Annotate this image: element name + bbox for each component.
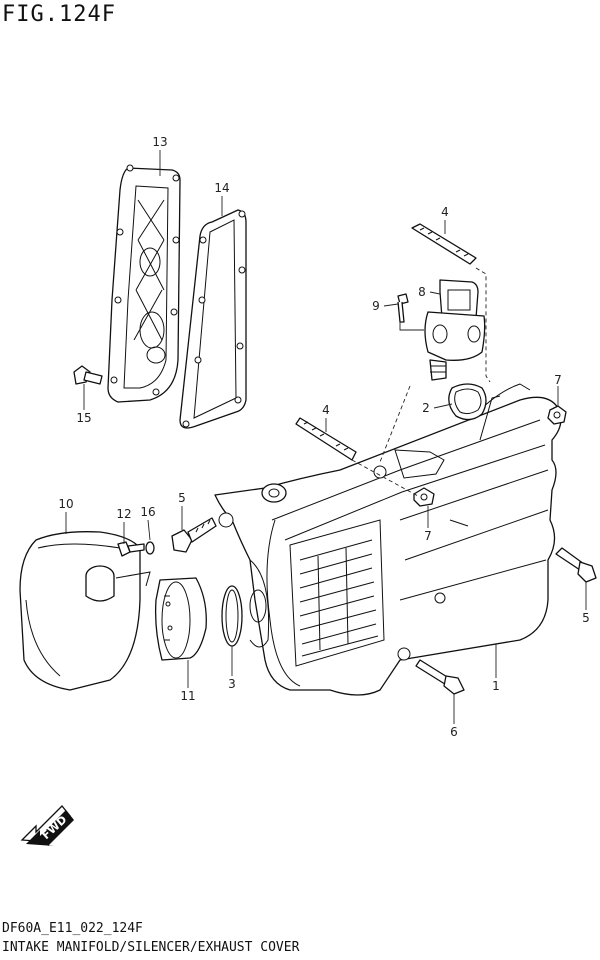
part-3-o-ring <box>221 585 243 647</box>
callout-4-lower: 4 <box>322 403 330 417</box>
callout-13: 13 <box>152 135 167 149</box>
forward-arrow-icon: FWD <box>20 805 74 846</box>
callout-2: 2 <box>422 401 430 415</box>
part-5-bolt-right <box>555 547 597 583</box>
callout-7-center: 7 <box>424 529 432 543</box>
part-14-gasket <box>179 209 247 429</box>
part-7-nut-center <box>413 487 435 507</box>
part-4-stud-lower <box>295 417 357 461</box>
part-5-bolt-left <box>171 517 217 553</box>
callout-1: 1 <box>492 679 500 693</box>
part-11-grommet <box>154 577 207 661</box>
part-13-exhaust-cover <box>107 164 181 403</box>
callout-11: 11 <box>180 689 195 703</box>
figure-title: FIG.124F <box>2 2 116 27</box>
callout-8: 8 <box>418 285 426 299</box>
part-6-bolt <box>415 659 465 695</box>
part-2-o-ring <box>448 383 487 421</box>
part-16-washer <box>145 541 155 555</box>
callout-12: 12 <box>116 507 131 521</box>
part-1-intake-manifold <box>214 383 562 696</box>
part-9-screw <box>397 293 409 323</box>
callout-9: 9 <box>372 299 380 313</box>
leader-lines <box>65 150 587 724</box>
callout-7-right: 7 <box>554 373 562 387</box>
callout-16: 16 <box>140 505 155 519</box>
callout-6: 6 <box>450 725 458 739</box>
part-10-silencer <box>19 531 151 691</box>
callout-15: 15 <box>76 411 91 425</box>
callout-3: 3 <box>228 677 236 691</box>
callout-labels: 13 14 4 8 9 2 7 4 5 7 5 6 1 3 11 15 10 1… <box>58 135 589 739</box>
diagram-description: INTAKE MANIFOLD/SILENCER/EXHAUST COVER <box>2 940 300 955</box>
diagram-code: DF60A_E11_022_124F <box>2 921 143 936</box>
callout-10: 10 <box>58 497 73 511</box>
callout-5-right: 5 <box>582 611 590 625</box>
part-4-stud-upper <box>411 223 477 265</box>
callout-14: 14 <box>214 181 229 195</box>
callout-4-upper: 4 <box>441 205 449 219</box>
part-8-idle-valve <box>424 279 486 381</box>
part-15-bolt <box>73 365 103 385</box>
part-12-screw <box>117 541 145 557</box>
callout-5-left: 5 <box>178 491 186 505</box>
